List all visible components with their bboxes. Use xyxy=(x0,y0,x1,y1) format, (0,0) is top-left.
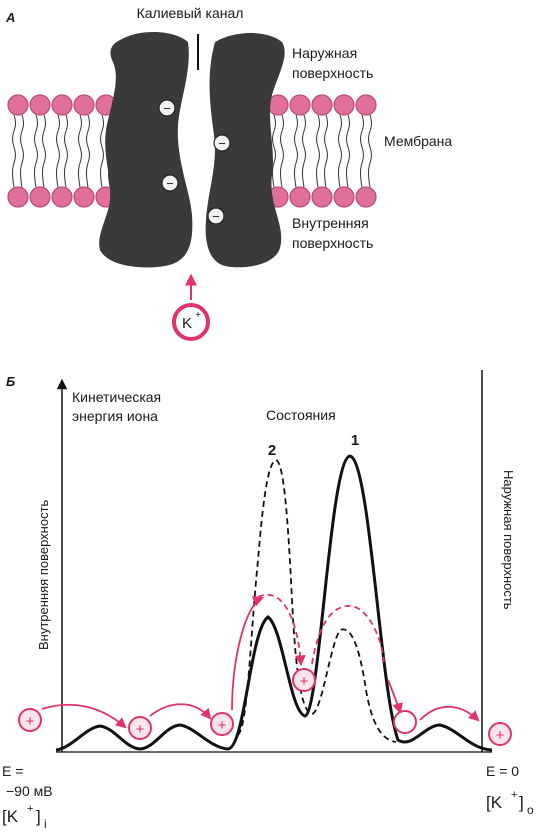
lipid-head xyxy=(30,187,50,207)
ion-marker-empty xyxy=(394,711,416,733)
svg-text:]: ] xyxy=(519,793,524,812)
channel-title: Калиевый канал xyxy=(137,5,244,21)
lipid-head xyxy=(312,187,332,207)
lipid-tail xyxy=(325,115,328,187)
lipid-head xyxy=(30,95,50,115)
outer-surface-label-line2: поверхность xyxy=(292,65,373,81)
hop-arrow xyxy=(150,704,210,718)
lipid-tail xyxy=(79,115,82,187)
svg-text:+: + xyxy=(218,717,227,734)
svg-text:+: + xyxy=(26,713,35,730)
energy-profile-dashed-state-2 xyxy=(238,460,396,742)
svg-text:−: − xyxy=(166,176,174,191)
inner-surface-label-line1: Внутренняя xyxy=(292,215,369,231)
channel-protein-left xyxy=(99,32,192,268)
lipid-tails xyxy=(13,115,372,187)
panel-b: Б Кинетическая энергия иона Состояния 2 … xyxy=(2,370,534,831)
lipid-head xyxy=(290,95,310,115)
lipid-tail xyxy=(339,115,342,187)
lipid-tail xyxy=(273,115,276,187)
lipid-head xyxy=(52,187,72,207)
lipid-tail xyxy=(317,115,320,187)
svg-text:+: + xyxy=(300,673,309,690)
lipid-tail xyxy=(303,115,306,187)
svg-text:+: + xyxy=(496,727,505,744)
panel-b-letter: Б xyxy=(6,374,15,389)
lipid-head xyxy=(8,187,28,207)
lipid-tail xyxy=(281,115,284,187)
lipid-tail xyxy=(43,115,46,187)
lipid-tail xyxy=(57,115,60,187)
conc-outer-label: [K + ] o xyxy=(486,789,534,817)
lipid-tail xyxy=(361,115,364,187)
energy-profile-solid-state-1 xyxy=(56,456,492,750)
lipid-head xyxy=(74,187,94,207)
lipid-head xyxy=(334,187,354,207)
states-label: Состояния xyxy=(266,407,336,423)
hop-arrow xyxy=(420,707,478,720)
lipid-tail xyxy=(101,115,104,187)
lipid-tail xyxy=(295,115,298,187)
svg-text:i: i xyxy=(44,817,47,831)
svg-text:+: + xyxy=(511,789,517,801)
state-2-label: 2 xyxy=(268,442,276,459)
svg-text:[K: [K xyxy=(486,793,503,812)
negative-charge: − xyxy=(214,135,230,151)
negative-charge: − xyxy=(162,175,178,191)
lipid-head xyxy=(356,187,376,207)
svg-text:[K: [K xyxy=(2,807,19,826)
e-right: E = 0 xyxy=(486,763,519,779)
svg-text:−: − xyxy=(218,136,226,151)
svg-text:+: + xyxy=(27,803,33,815)
lipid-head xyxy=(74,95,94,115)
e-left-line2: −90 мВ xyxy=(6,783,53,799)
svg-text:+: + xyxy=(195,310,201,321)
membrane-label: Мембрана xyxy=(384,133,452,149)
lipid-tail xyxy=(369,115,372,187)
ion-marker: + xyxy=(489,723,511,745)
svg-text:o: o xyxy=(527,803,534,817)
panel-a-letter: А xyxy=(5,10,15,25)
e-left-line1: E = xyxy=(2,763,23,779)
outer-surface-label-line1: Наружная xyxy=(292,45,357,61)
svg-text:+: + xyxy=(136,721,145,738)
svg-text:−: − xyxy=(212,209,220,224)
negative-charge: − xyxy=(208,208,224,224)
lipid-head xyxy=(8,95,28,115)
conc-inner-label: [K + ] i xyxy=(2,803,47,831)
lipid-tail xyxy=(87,115,90,187)
lipid-head xyxy=(290,187,310,207)
kinetic-energy-label-line1: Кинетическая xyxy=(72,389,161,405)
lipid-heads xyxy=(8,95,376,207)
svg-text:K: K xyxy=(182,315,192,332)
ion-marker: + xyxy=(129,717,151,739)
state-1-label: 1 xyxy=(351,432,359,449)
ion-marker: + xyxy=(293,669,315,691)
lipid-tail xyxy=(347,115,350,187)
lipid-head xyxy=(312,95,332,115)
inner-surface-label-line2: поверхность xyxy=(292,235,373,251)
svg-text:−: − xyxy=(163,101,171,116)
kinetic-energy-label-line2: энергия иона xyxy=(72,408,158,424)
lipid-tail xyxy=(13,115,16,187)
lipid-head xyxy=(52,95,72,115)
hop-arrow xyxy=(42,705,125,727)
lipid-tail xyxy=(21,115,24,187)
svg-text:]: ] xyxy=(36,807,41,826)
lipid-tail xyxy=(65,115,68,187)
lipid-tail xyxy=(35,115,38,187)
ion-marker: + xyxy=(211,713,233,735)
lipid-head xyxy=(356,95,376,115)
ion-marker: + xyxy=(19,709,41,731)
negative-charge: − xyxy=(159,100,175,116)
panel-a: А Калиевый канал − − − − Наружная поверх… xyxy=(5,5,452,339)
potassium-ion: K + xyxy=(174,305,208,339)
outer-surface-axis-label: Наружная поверхность xyxy=(501,470,516,610)
inner-surface-axis-label: Внутренняя поверхность xyxy=(36,499,51,650)
lipid-head xyxy=(334,95,354,115)
